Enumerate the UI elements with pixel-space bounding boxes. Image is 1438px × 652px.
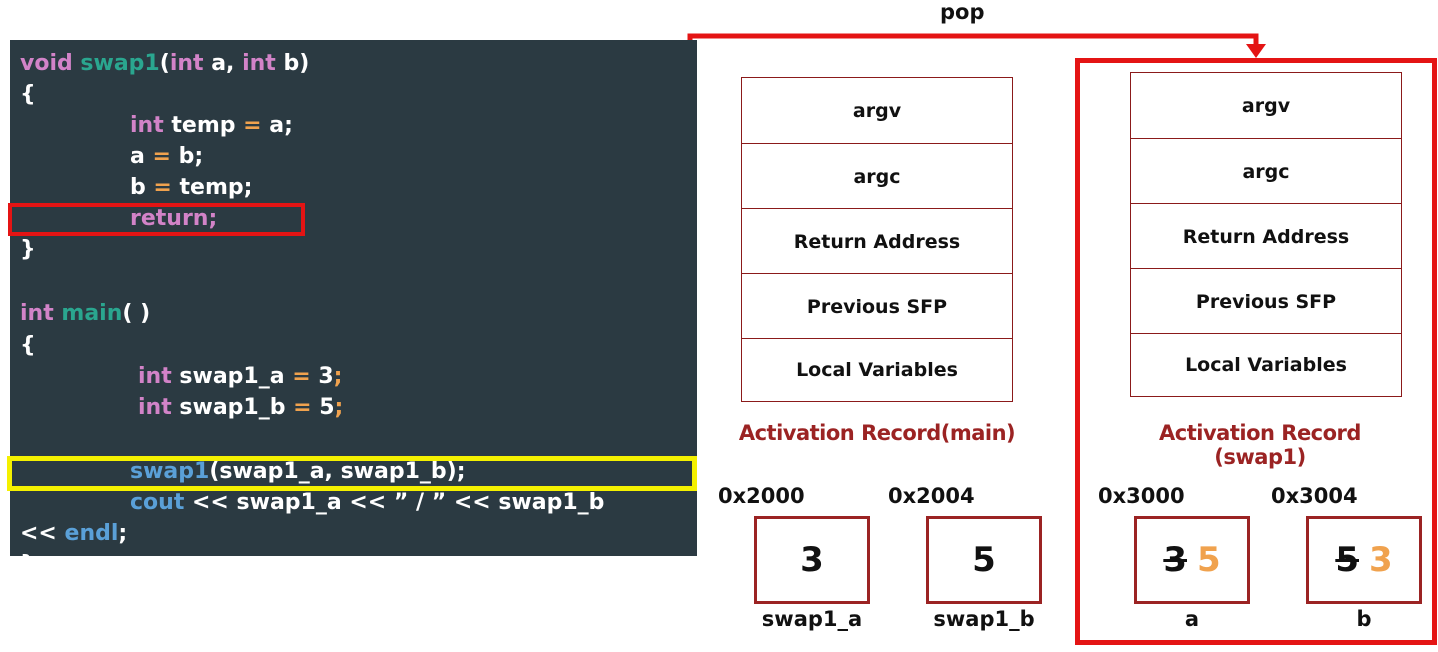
code-line-1: void swap1(int a, int b) xyxy=(20,51,310,76)
swap1-frame-highlight xyxy=(1075,58,1437,645)
main-cell-previous-sfp: Previous SFP xyxy=(742,273,1012,339)
swap1-cell-previous-sfp: Previous SFP xyxy=(1131,268,1401,334)
var-name-b: b xyxy=(1356,607,1372,631)
main-cell-return-address: Return Address xyxy=(742,208,1012,274)
code-line-8: int main( ) xyxy=(20,301,151,326)
addr-0x2004: 0x2004 xyxy=(888,484,975,508)
code-line-2: { xyxy=(20,82,36,107)
main-cell-local-variables: Local Variables xyxy=(742,338,1012,401)
old-value-b: 5 xyxy=(1335,540,1359,580)
swap1-record-label: Activation Record (swap1) xyxy=(1159,421,1361,469)
var-name-swap1-a: swap1_a xyxy=(761,607,863,631)
code-line-14: << endl; xyxy=(20,521,128,546)
code-line-13: cout << swap1_a << ” / ” << swap1_b xyxy=(130,490,605,515)
code-line-4: a = b; xyxy=(130,144,204,169)
return-highlight-box xyxy=(8,203,305,236)
code-line-6-return: return; xyxy=(130,206,218,231)
swap1-cell-return-address: Return Address xyxy=(1131,203,1401,269)
code-panel: void swap1(int a, int b) { int temp = a;… xyxy=(10,40,697,556)
addr-0x3000: 0x3000 xyxy=(1098,484,1185,508)
main-record-label: Activation Record(main) xyxy=(738,421,1016,445)
pop-label: pop xyxy=(940,0,985,24)
code-line-7: } xyxy=(20,237,36,262)
code-line-12-call: swap1(swap1_a, swap1_b); xyxy=(130,459,466,484)
main-cell-argc: argc xyxy=(742,143,1012,209)
var-name-swap1-b: swap1_b xyxy=(933,607,1035,631)
mem-box-swap1-b: 5 xyxy=(926,516,1042,604)
code-line-5: b = temp; xyxy=(130,175,253,200)
addr-0x2000: 0x2000 xyxy=(718,484,805,508)
call-highlight-box xyxy=(7,456,697,491)
new-value-b: 3 xyxy=(1369,540,1393,580)
code-line-3: int temp = a; xyxy=(130,113,293,138)
code-line-9: { xyxy=(20,333,36,358)
swap1-cell-argv: argv xyxy=(1241,94,1291,117)
new-value-a: 5 xyxy=(1197,540,1221,580)
mem-box-swap1-a: 3 xyxy=(754,516,870,604)
code-line-10: int swap1_a = 3; xyxy=(138,364,343,389)
main-activation-record: argv argc Return Address Previous SFP Lo… xyxy=(741,77,1013,402)
swap1-cell-argc: argc xyxy=(1131,138,1401,204)
swap1-cell-local-variables: Local Variables xyxy=(1131,333,1401,396)
main-cell-argv: argv xyxy=(852,99,902,122)
code-line-15: } xyxy=(20,551,36,556)
old-value-a: 3 xyxy=(1163,540,1187,580)
addr-0x3004: 0x3004 xyxy=(1271,484,1358,508)
var-name-a: a xyxy=(1184,607,1200,631)
code-line-11: int swap1_b = 5; xyxy=(138,395,344,420)
swap1-activation-record: argv argc Return Address Previous SFP Lo… xyxy=(1130,72,1402,397)
